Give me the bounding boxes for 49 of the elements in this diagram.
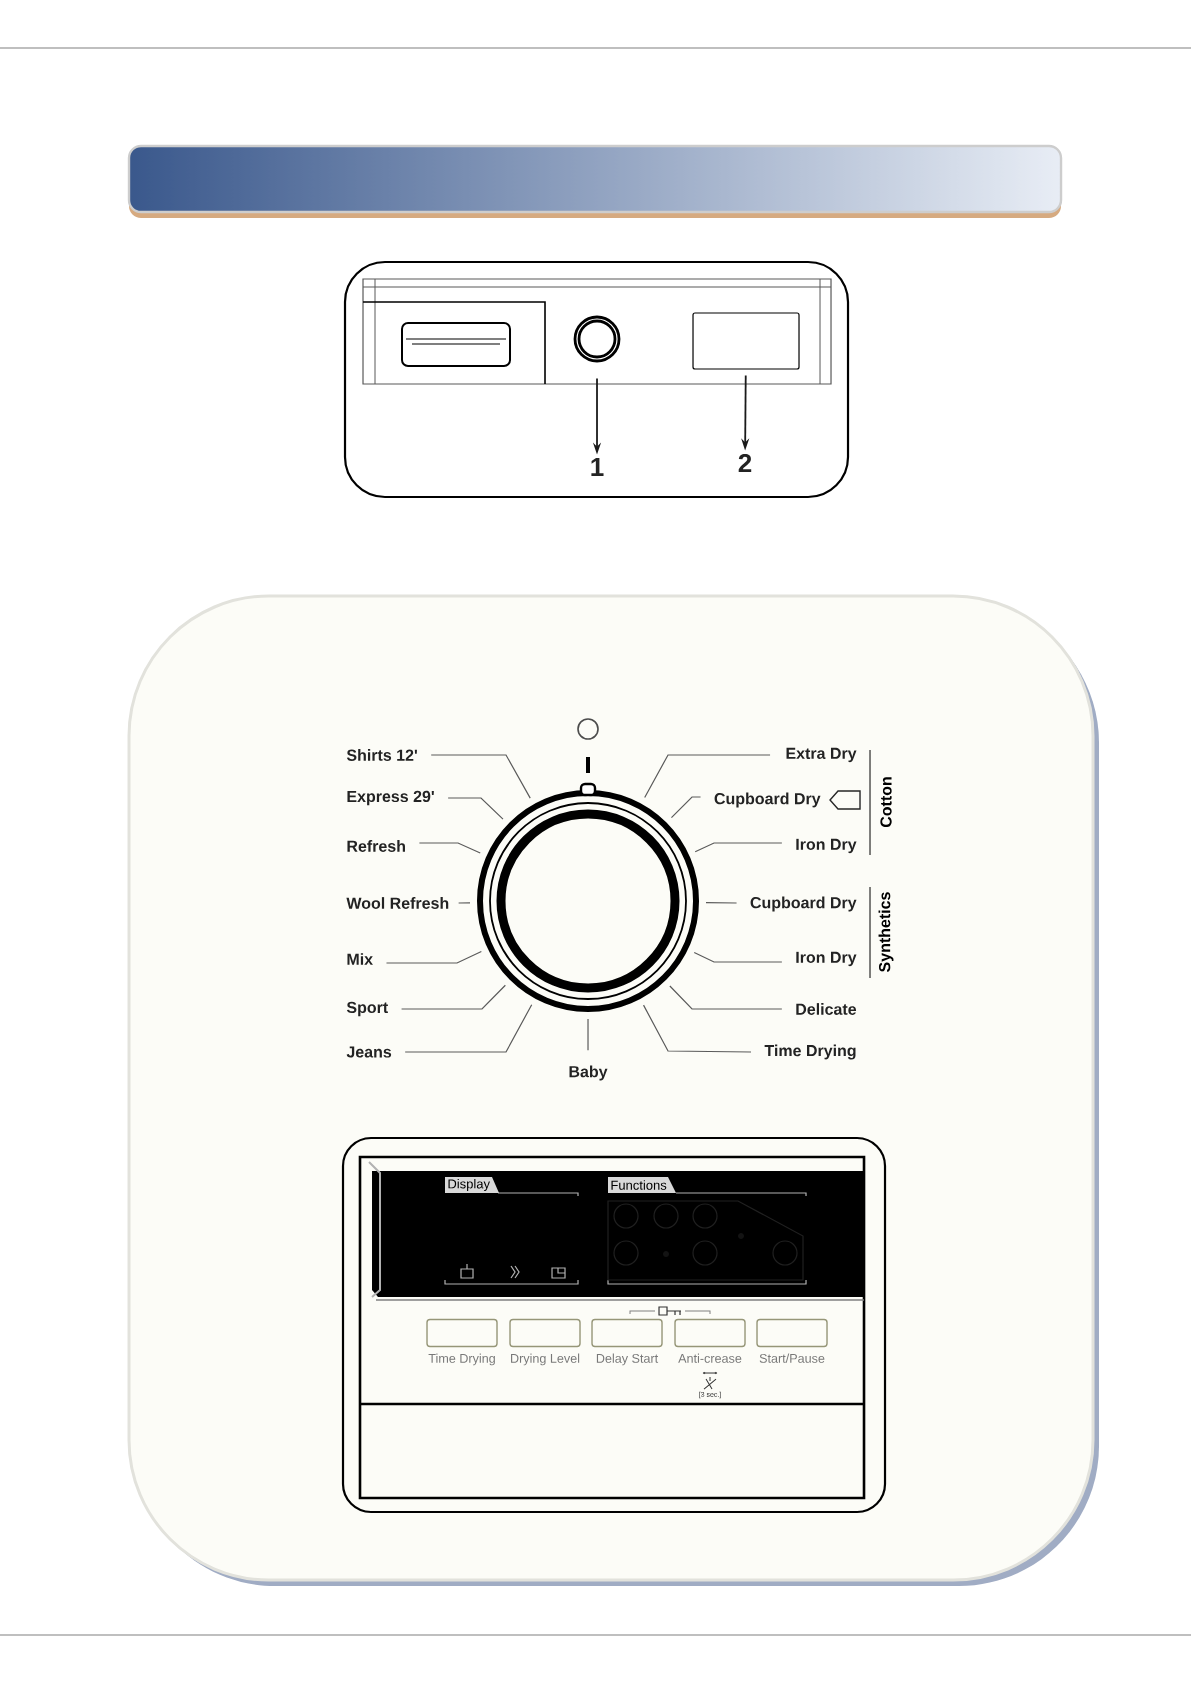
leader-line [642,1004,752,1053]
dial [477,782,699,1012]
program-label: Iron Dry [796,838,857,854]
tab-label: Display [445,1177,499,1193]
program-label: Shirts 12' [346,749,417,761]
program-label: Sport [346,1001,388,1017]
leader-line [705,902,738,904]
program-label: Cupboard Dry [750,896,857,912]
node-label: Time Drying [428,1353,495,1366]
callout-number: 1 [591,458,604,476]
leader-line [669,985,783,1010]
program-label: Express 29' [347,790,434,806]
leader-line [644,754,771,799]
leader-line [404,1004,533,1053]
program-label: Jeans [346,1046,392,1058]
leader-line [447,797,504,820]
leader-line [693,951,783,963]
leader-line [430,754,531,799]
leader-line [385,950,482,964]
program-label: Wool Refresh [346,897,449,909]
group-label: Synthetics [878,892,894,972]
push-button: Anti-crease [674,1318,746,1363]
node-label: Anti-crease [678,1353,742,1363]
program-label: Refresh [347,840,405,852]
tab-label: Functions [608,1177,676,1193]
program-label: Extra Dry [786,747,857,763]
display-window [692,312,800,370]
control-knob [573,315,621,363]
push-button: Start/Pause [756,1318,828,1363]
leader-line [400,984,506,1010]
node-label: Drying Level [511,1353,580,1366]
leader-line [458,902,471,904]
push-button: Drying Level [509,1318,581,1366]
program-label: Baby [569,1065,608,1081]
leader-line [694,842,783,853]
program-label: Delicate [796,1003,857,1015]
push-button: Delay Start [591,1318,663,1366]
program-label: Time Drying [764,1044,856,1060]
program-label: Mix [347,953,373,965]
leader-line [670,796,702,819]
program-label: Cupboard Dry [714,792,821,808]
push-button: Time Drying [426,1318,498,1366]
group-label: Cotton [880,777,892,828]
program-label: Iron Dry [796,951,857,967]
leader-line [587,1018,589,1051]
callout-number: 2 [738,453,752,473]
leader-line [418,842,481,854]
node-label: Delay Start [596,1353,659,1366]
node-label: Start/Pause [759,1353,825,1363]
